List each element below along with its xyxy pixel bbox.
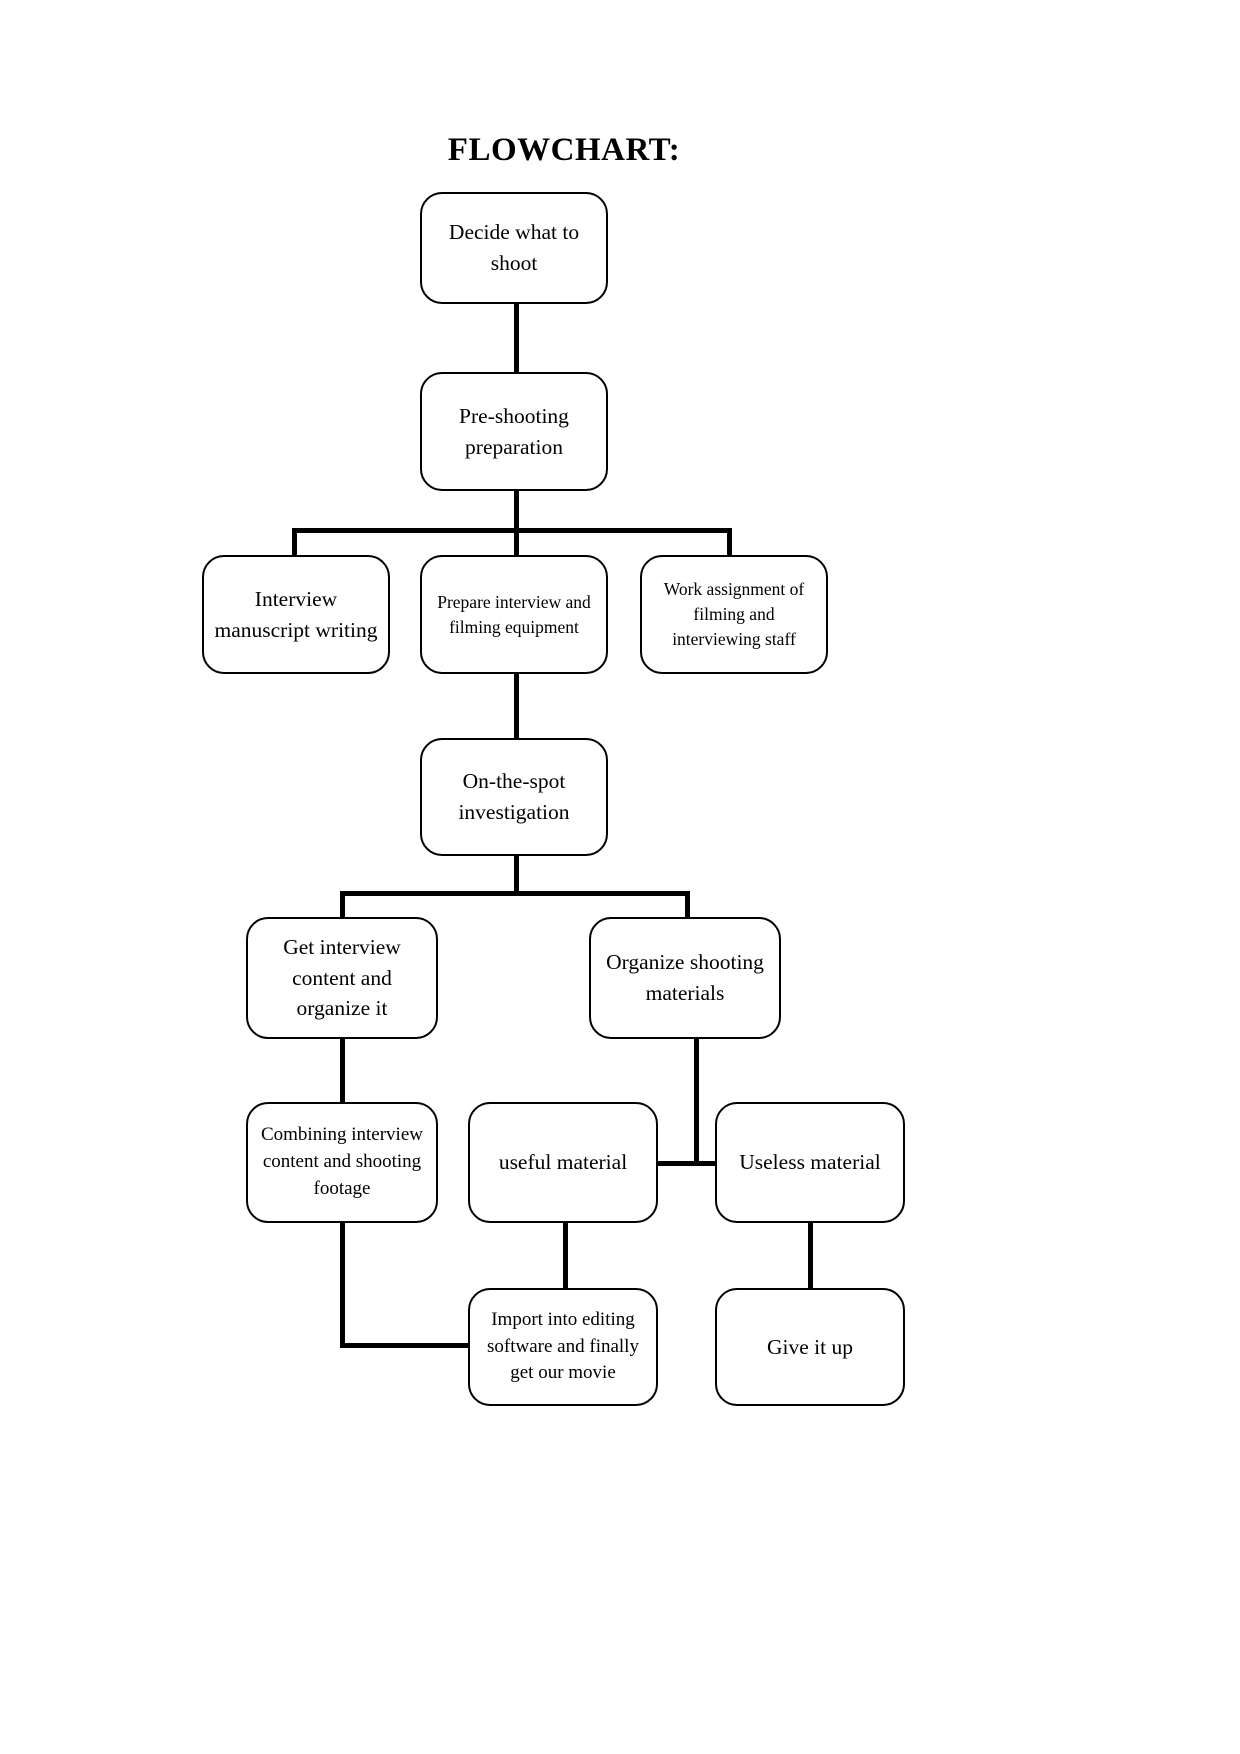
- connector-row5-bus: [340, 891, 690, 896]
- node-import-into-editing-software[interactable]: Import into editing software and finally…: [468, 1288, 658, 1406]
- node-decide-what-to-shoot[interactable]: Decide what to shoot: [420, 192, 608, 304]
- page-title: FLOWCHART:: [0, 132, 1240, 169]
- connector-bus-to-interview-manuscript: [292, 528, 297, 558]
- node-on-the-spot-investigation[interactable]: On-the-spot investigation: [420, 738, 608, 856]
- connector-decide-to-preshooting: [514, 300, 519, 376]
- node-useless-material[interactable]: Useless material: [715, 1102, 905, 1223]
- node-organize-shooting-materials[interactable]: Organize shooting materials: [589, 917, 781, 1039]
- node-label: useful material: [498, 1150, 628, 1175]
- node-label: Useless material: [739, 1150, 881, 1175]
- connector-prepare-to-investigation: [514, 670, 519, 742]
- connector-combining-down: [340, 1219, 345, 1347]
- node-label: Work assignment of filming and interview…: [663, 579, 805, 649]
- connector-useful-useless-link: [648, 1161, 740, 1166]
- page-title-text: FLOWCHART:: [447, 132, 681, 168]
- connector-preshooting-down: [514, 487, 519, 552]
- node-interview-manuscript-writing[interactable]: Interview manuscript writing: [202, 555, 390, 674]
- node-label: On-the-spot investigation: [458, 769, 570, 824]
- node-label: Give it up: [767, 1334, 853, 1359]
- node-useful-material[interactable]: useful material: [468, 1102, 658, 1223]
- node-label: Import into editing software and finally…: [487, 1308, 639, 1384]
- node-prepare-interview-and-filming-equipment[interactable]: Prepare interview and filming equipment: [420, 555, 608, 674]
- connector-bus-to-get-interview: [340, 891, 345, 920]
- connector-useless-to-giveitup: [808, 1219, 813, 1293]
- connector-bus-to-prepare-equipment: [514, 528, 519, 558]
- node-combining-interview-content[interactable]: Combining interview content and shooting…: [246, 1102, 438, 1223]
- connector-useful-to-import: [563, 1219, 568, 1293]
- connector-combining-to-import: [340, 1343, 475, 1348]
- node-get-interview-content[interactable]: Get interview content and organize it: [246, 917, 438, 1039]
- connector-organize-materials-down: [694, 1035, 699, 1165]
- connector-get-interview-to-combining: [340, 1035, 345, 1105]
- node-label: Organize shooting materials: [606, 950, 764, 1005]
- node-label: Get interview content and organize it: [283, 935, 401, 1021]
- connector-bus-to-organize-materials: [685, 891, 690, 920]
- node-label: Prepare interview and filming equipment: [437, 591, 591, 637]
- node-work-assignment[interactable]: Work assignment of filming and interview…: [640, 555, 828, 674]
- connector-bus-to-work-assignment: [727, 528, 732, 558]
- node-pre-shooting-preparation[interactable]: Pre-shooting preparation: [420, 372, 608, 491]
- node-give-it-up[interactable]: Give it up: [715, 1288, 905, 1406]
- node-label: Pre-shooting preparation: [459, 403, 569, 459]
- node-label: Decide what to shoot: [448, 220, 580, 275]
- connector-investigation-down: [514, 852, 519, 894]
- node-label: Combining interview content and shooting…: [260, 1124, 423, 1199]
- connector-row3-bus: [292, 528, 732, 533]
- node-label: Interview manuscript writing: [214, 586, 378, 642]
